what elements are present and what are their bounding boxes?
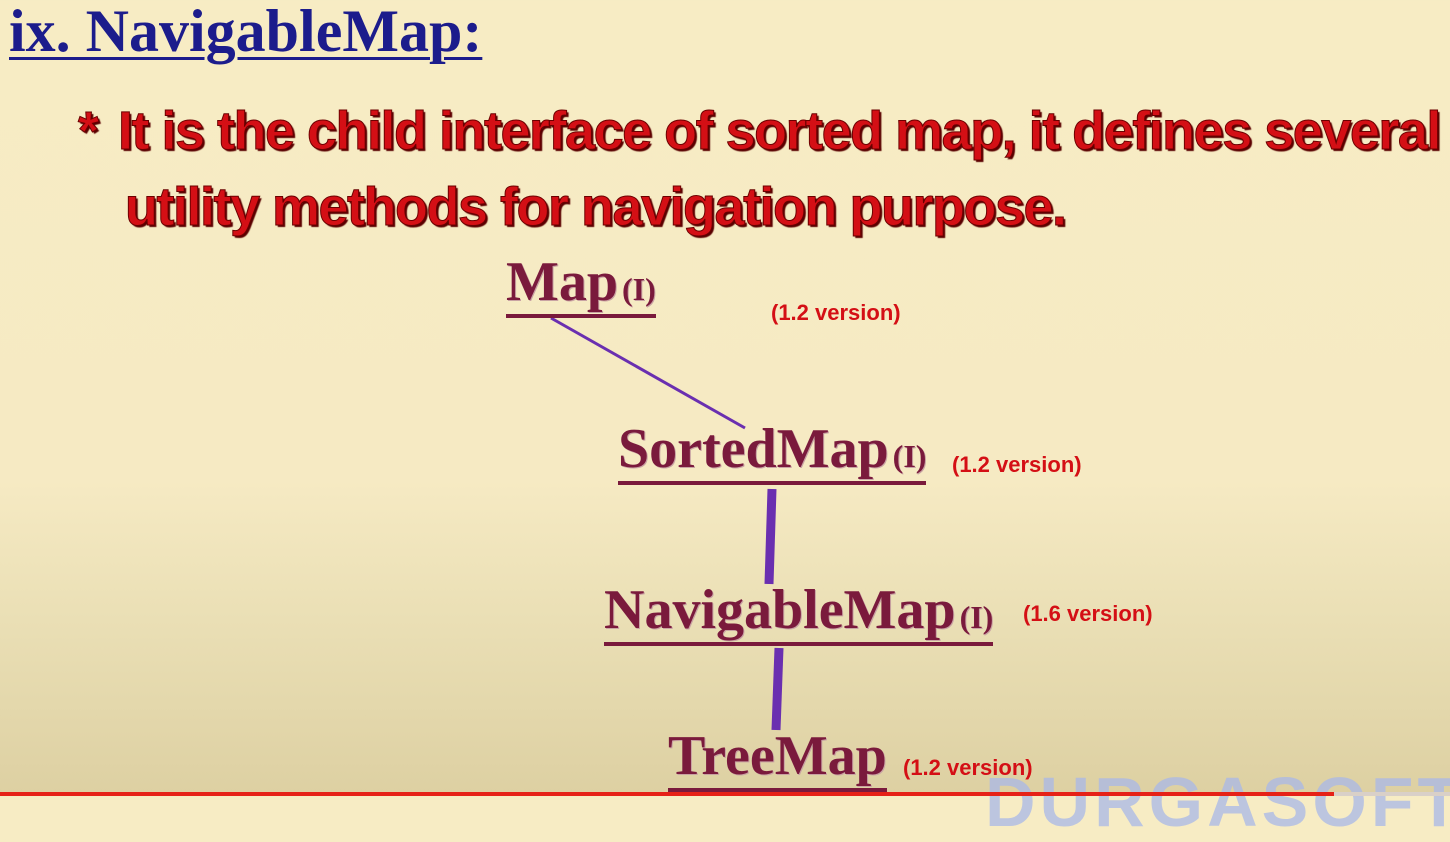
node-navigablemap-tag: (I)	[959, 599, 994, 635]
node-navigablemap-underline	[604, 642, 994, 646]
node-map-tag: (I)	[622, 271, 656, 307]
node-navigablemap-name: NavigableMap	[604, 579, 956, 641]
node-map-underline	[506, 314, 656, 318]
slide-title: ix. NavigableMap:	[9, 0, 483, 64]
bullet-text-line-1: It is the child interface of sorted map,…	[118, 101, 1442, 162]
node-sortedmap: SortedMap (I)	[618, 417, 927, 485]
bullet-text-line-2: utility methods for navigation purpose.	[125, 177, 1068, 238]
node-sortedmap-tag: (I)	[892, 438, 927, 474]
node-sortedmap-version: (1.2 version)	[952, 452, 1082, 477]
video-progress-fill	[0, 792, 1334, 796]
node-map-name: Map	[506, 251, 618, 313]
video-progress-track[interactable]	[0, 792, 1450, 796]
node-treemap: TreeMap	[668, 724, 887, 792]
edge-navigablemap-treemap	[771, 647, 784, 731]
node-treemap-underline	[668, 788, 887, 792]
edge-sortedmap-navigablemap	[764, 488, 777, 585]
bullet-marker: *	[78, 101, 100, 162]
node-treemap-name: TreeMap	[668, 725, 887, 787]
hierarchy-edges	[550, 316, 784, 731]
node-map-version: (1.2 version)	[771, 300, 901, 325]
node-sortedmap-underline	[618, 481, 927, 485]
node-navigablemap: NavigableMap (I)	[604, 578, 994, 646]
edge-map-sortedmap	[550, 316, 746, 430]
watermark-logo: DURGASOFT	[985, 763, 1450, 841]
node-treemap-version: (1.2 version)	[903, 755, 1033, 780]
node-map: Map (I)	[506, 250, 656, 318]
node-sortedmap-name: SortedMap	[618, 418, 889, 480]
node-navigablemap-version: (1.6 version)	[1023, 601, 1153, 626]
